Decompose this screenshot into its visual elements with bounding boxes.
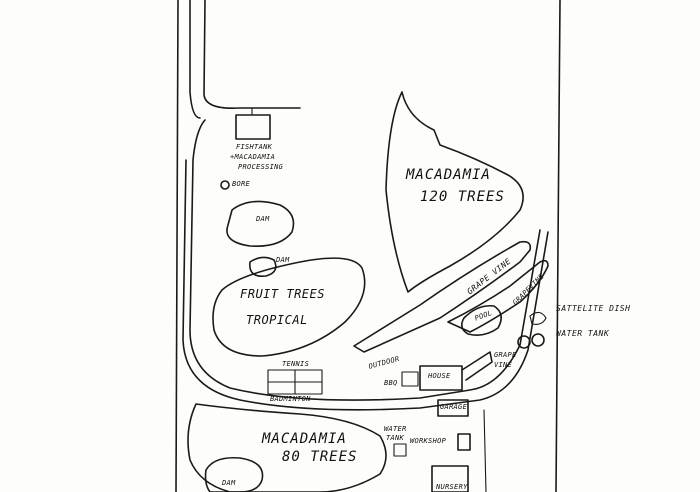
water-tank-right-circle-1	[517, 335, 531, 349]
fishtank-label-3: PROCESSING	[238, 163, 284, 171]
bore-label: BORE	[232, 180, 251, 188]
service-track	[483, 409, 487, 492]
macadamia-bottom-area	[187, 403, 387, 492]
garage-label: GARAGE	[440, 403, 468, 411]
dam-upper-shape	[226, 200, 295, 248]
macadamia-bottom-label-1: MACADAMIA	[262, 431, 347, 447]
house-label: HOUSE	[428, 372, 451, 380]
fishtank-label-1: FISHTANK	[236, 143, 273, 151]
macadamia-top-label-1: MACADAMIA	[406, 167, 491, 183]
workshop-label: WORKSHOP	[410, 437, 447, 445]
macadamia-bottom-label-2: 80 TREES	[282, 449, 358, 465]
tennis-court-net	[267, 369, 323, 395]
nursery-label: NURSERY	[436, 483, 468, 491]
satellite-dish-shape	[529, 311, 547, 325]
fishtank-label-2: +MACADAMIA	[230, 153, 276, 161]
tennis-label: TENNIS	[282, 360, 310, 368]
outdoor-bbq-area	[401, 371, 419, 387]
dam-bottom-shape	[204, 456, 264, 492]
grapevine-label-3a: GRAPE	[494, 351, 517, 359]
fruit-trees-label-1: FRUIT TREES	[240, 287, 325, 301]
grapevine-label-3b: VINE	[494, 361, 513, 369]
workshop-building	[457, 433, 471, 451]
water-tank-bottom-label-1: WATER	[384, 425, 407, 433]
dam-small-label: DAM	[276, 256, 290, 264]
pool-shape	[460, 304, 502, 336]
water-tank-right-circle-2	[531, 333, 545, 347]
fruit-trees-area	[212, 257, 366, 357]
bore-marker	[220, 180, 230, 190]
driveway-inner	[182, 0, 549, 411]
nursery-building	[431, 465, 469, 492]
fishtank-building	[235, 114, 271, 140]
dam-bottom-label: DAM	[222, 479, 236, 487]
house-extension	[461, 351, 493, 381]
driveway-outer	[189, 0, 541, 401]
house-building	[419, 365, 463, 391]
dam-upper-label: DAM	[256, 215, 270, 223]
water-tank-bottom	[393, 443, 407, 457]
water-tank-right-label: WATER TANK	[556, 329, 610, 338]
macadamia-top-area	[385, 91, 524, 293]
left-boundary-line	[175, 0, 179, 492]
satellite-dish-label: SATTELITE DISH	[556, 304, 631, 313]
grapevine-strip-left	[353, 240, 532, 353]
fruit-trees-label-2: TROPICAL	[246, 313, 308, 327]
outdoor-label-2: BBQ	[384, 379, 398, 387]
badminton-label: BADMINTON	[270, 395, 311, 403]
water-tank-bottom-label-2: TANK	[386, 434, 405, 442]
right-boundary-line	[555, 0, 561, 492]
macadamia-top-label-2: 120 TREES	[420, 189, 505, 205]
garage-building	[437, 399, 469, 417]
